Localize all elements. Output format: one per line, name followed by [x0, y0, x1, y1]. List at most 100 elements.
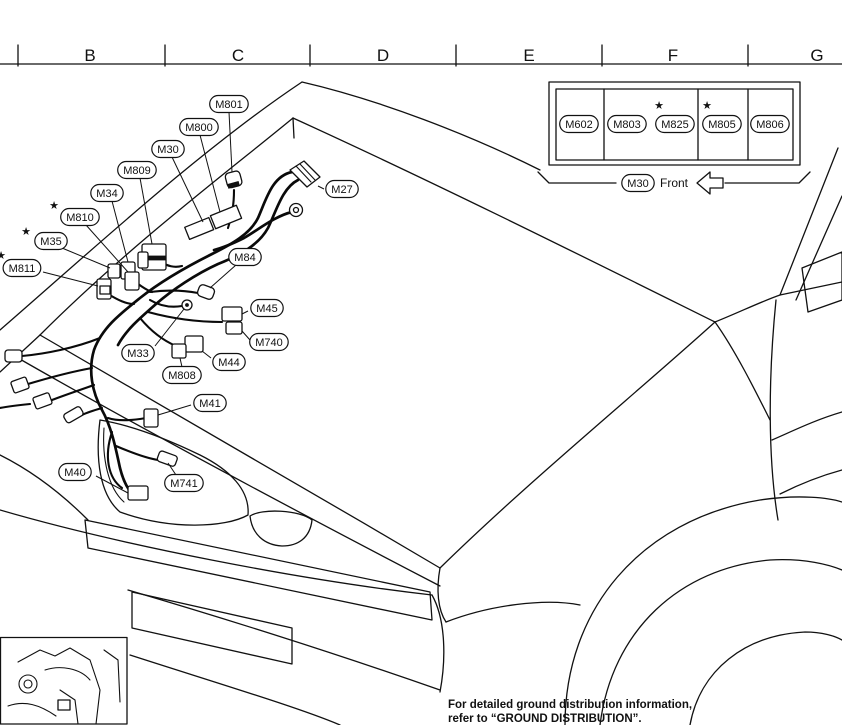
connector-body	[137, 251, 149, 269]
label-m34: M34	[90, 183, 124, 203]
label-m740: M740	[249, 332, 289, 352]
connector-body	[156, 450, 178, 467]
connector-body	[184, 335, 204, 353]
label-m44: M44	[212, 352, 246, 372]
hood-front-lip	[17, 357, 441, 587]
detail-pipe	[7, 702, 57, 717]
connector-band	[227, 181, 240, 189]
detail-connector	[57, 699, 71, 711]
inset-inner-frame	[555, 88, 794, 161]
label-m809: M809	[117, 160, 157, 180]
headlight	[249, 510, 313, 547]
label-text: M806	[756, 119, 784, 131]
star-marker-m810: ★	[49, 199, 59, 212]
label-frame	[559, 114, 599, 134]
harness-branch-m41	[106, 416, 148, 422]
label-text: M740	[255, 337, 283, 349]
connector-m84	[196, 284, 216, 300]
connector-m741	[156, 450, 178, 467]
inset-label-m805: M805	[702, 114, 742, 134]
harness-branch-left-3	[50, 383, 96, 402]
connector-detail	[295, 163, 316, 183]
connector-m809	[137, 243, 167, 271]
label-text: M809	[123, 165, 151, 177]
connector-body	[209, 204, 243, 230]
grid-column-d: D	[377, 46, 389, 65]
leader-m34	[111, 200, 129, 263]
label-frame	[34, 231, 68, 251]
wheel-arch	[564, 496, 842, 725]
connector-lower	[127, 485, 149, 501]
bumper-slot	[84, 519, 433, 621]
connector-m811	[96, 278, 112, 300]
label-text: M30	[627, 178, 648, 190]
bumper-lower	[127, 589, 441, 691]
label-frame	[250, 298, 284, 318]
engine-room-harness	[0, 170, 300, 498]
a-pillar-inner	[795, 195, 842, 301]
label-frame	[621, 173, 655, 193]
hood-left-edge	[39, 117, 294, 336]
harness-loop	[106, 430, 124, 490]
label-text: M741	[170, 478, 198, 490]
body-side-line	[779, 469, 842, 495]
harness-branch-m40	[80, 406, 104, 417]
harness-branch-m84	[148, 289, 200, 295]
leader-m811	[42, 271, 99, 287]
leader-m33	[154, 308, 185, 347]
cowl-line	[301, 81, 541, 171]
right-fender-lower-front	[445, 601, 581, 623]
label-m800: M800	[179, 117, 219, 137]
connector-block-inset: ★ ★ M602 M803 M825 M805 M806 M30 Front	[537, 81, 811, 195]
connector-m810	[124, 271, 140, 291]
hood-front-edge	[39, 334, 441, 569]
label-frame	[162, 365, 202, 385]
inset-label-m30: M30	[621, 173, 655, 193]
label-text: M810	[66, 212, 94, 224]
label-text: M800	[185, 122, 213, 134]
label-frame	[2, 258, 42, 278]
connector-body	[99, 285, 111, 295]
label-m30: M30	[151, 139, 185, 159]
label-text: M27	[331, 184, 352, 196]
front-arrow-icon	[696, 171, 724, 195]
label-text: M808	[168, 370, 196, 382]
label-m40: M40	[58, 462, 92, 482]
label-frame	[702, 114, 742, 134]
leader-m35	[61, 247, 111, 269]
license-plate-area	[131, 591, 293, 665]
inset-bracket-right	[724, 171, 811, 184]
grille-inner	[103, 427, 125, 503]
connector-m45	[221, 306, 243, 322]
leader-m41	[157, 404, 192, 416]
label-m41: M41	[193, 393, 227, 413]
label-frame	[209, 94, 249, 114]
connector-body	[107, 263, 121, 279]
label-frame	[164, 473, 204, 493]
harness-branch-m45	[146, 310, 224, 324]
grid-column-f: F	[668, 46, 678, 65]
label-m801: M801	[209, 94, 249, 114]
harness-trunk	[89, 170, 294, 498]
detail-engine-part	[44, 667, 91, 681]
front-direction-label: Front	[660, 176, 689, 190]
label-m810: M810	[60, 207, 100, 227]
leader-m801	[228, 111, 233, 173]
label-frame	[90, 183, 124, 203]
label-text: M811	[9, 263, 36, 275]
label-frame	[228, 247, 262, 267]
label-frame	[151, 139, 185, 159]
grid-header: B C D E F G	[0, 44, 842, 67]
label-text: M44	[218, 357, 239, 369]
connector-body	[171, 343, 187, 359]
connector-m40	[63, 406, 84, 424]
label-frame	[607, 114, 647, 134]
leader-m30	[171, 156, 204, 223]
inset-label-m803: M803	[607, 114, 647, 134]
right-fender-top	[714, 281, 842, 323]
star-marker-m805: ★	[702, 99, 712, 112]
label-frame	[249, 332, 289, 352]
leader-m45	[241, 310, 249, 315]
leader-m741	[167, 462, 177, 476]
inset-bracket-left	[537, 171, 617, 184]
